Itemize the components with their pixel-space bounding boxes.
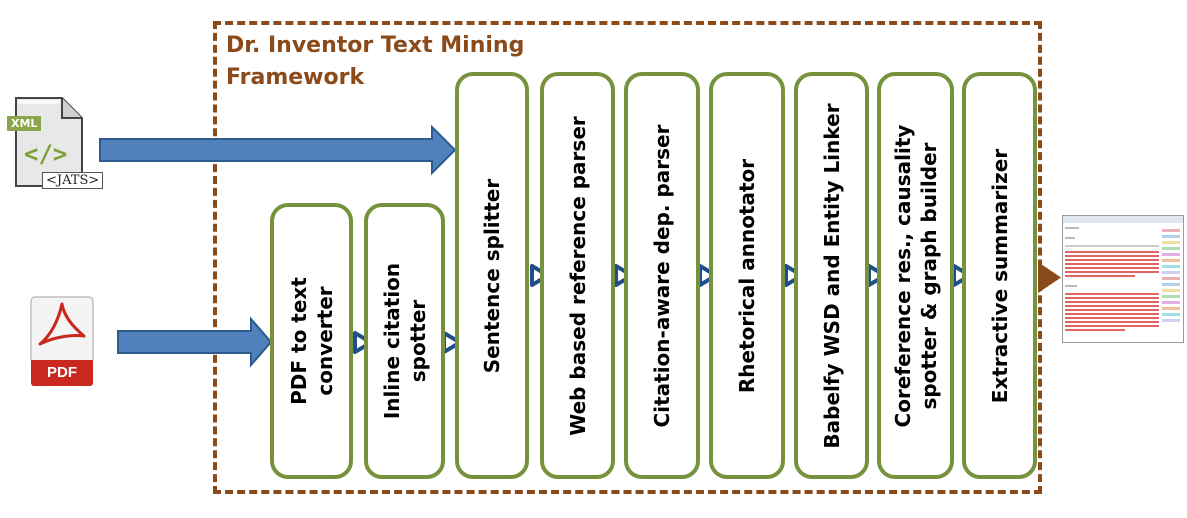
module-label-line: converter <box>312 286 337 396</box>
module-label-line: Citation-aware dep. parser <box>650 124 674 427</box>
framework-title-line-2: Framework <box>226 65 365 90</box>
pdf-file-icon: PDF <box>0 0 120 400</box>
module-web-based-reference-parser: Web based reference parser <box>540 72 615 479</box>
module-label: PDF to text converter <box>286 277 338 405</box>
pdf-input-arrow <box>117 316 273 368</box>
module-label: Coreference res., causality spotter & gr… <box>890 124 942 427</box>
pdf-label: PDF <box>31 360 93 386</box>
module-rhetorical-annotator: Rhetorical annotator <box>709 72 785 479</box>
xml-code-glyph: </> <box>24 140 68 168</box>
module-babelfy-wsd-entity-linker: Babelfy WSD and Entity Linker <box>794 72 869 479</box>
document-thumbnail-shape <box>1062 215 1184 343</box>
framework-title: Dr. Inventor Text Mining Framework <box>226 30 556 94</box>
module-inline-citation-spotter: Inline citation spotter <box>364 203 445 479</box>
module-label: Babelfy WSD and Entity Linker <box>819 103 845 448</box>
xml-file-icon: XML </> <JATS> <box>0 0 130 200</box>
output-arrow <box>1038 262 1061 293</box>
framework-title-line-1: Dr. Inventor Text Mining <box>226 33 525 58</box>
module-citation-aware-dep-parser: Citation-aware dep. parser <box>624 72 700 479</box>
module-label-line: Web based reference parser <box>565 115 590 436</box>
module-label-line: Rhetorical annotator <box>735 158 759 393</box>
module-label: Citation-aware dep. parser <box>649 124 675 427</box>
document-thumbnail-icon <box>1062 215 1184 343</box>
module-extractive-summarizer: Extractive summarizer <box>962 72 1037 479</box>
module-sentence-splitter: Sentence splitter <box>455 72 529 479</box>
jats-label: <JATS> <box>42 172 104 189</box>
module-pdf-to-text-converter: PDF to text converter <box>270 203 353 479</box>
module-coreference-causality-graph-builder: Coreference res., causality spotter & gr… <box>877 72 954 479</box>
xml-tag-label: XML <box>7 116 42 131</box>
module-label: Extractive summarizer <box>987 148 1013 402</box>
module-label-line: Inline citation <box>379 262 404 420</box>
connector-arrow-5 <box>698 264 718 287</box>
module-label-line: Sentence splitter <box>480 178 504 373</box>
module-label-line: Extractive summarizer <box>987 148 1012 403</box>
connector-arrow-1 <box>353 331 373 354</box>
module-label: Sentence splitter <box>479 178 505 372</box>
module-label-line: PDF to text <box>286 277 311 405</box>
module-label: Inline citation spotter <box>379 263 431 419</box>
module-label-line: spotter <box>405 299 430 383</box>
module-label-line: Coreference res., causality <box>890 124 915 427</box>
framework-border <box>213 21 1042 494</box>
module-label-line: Babelfy WSD and Entity Linker <box>819 102 844 449</box>
module-label: Rhetorical annotator <box>734 158 760 392</box>
module-label-line: spotter & graph builder <box>916 141 941 410</box>
module-label: Web based reference parser <box>565 116 591 436</box>
pdf-file-shape <box>30 296 94 364</box>
xml-input-arrow <box>99 124 457 176</box>
